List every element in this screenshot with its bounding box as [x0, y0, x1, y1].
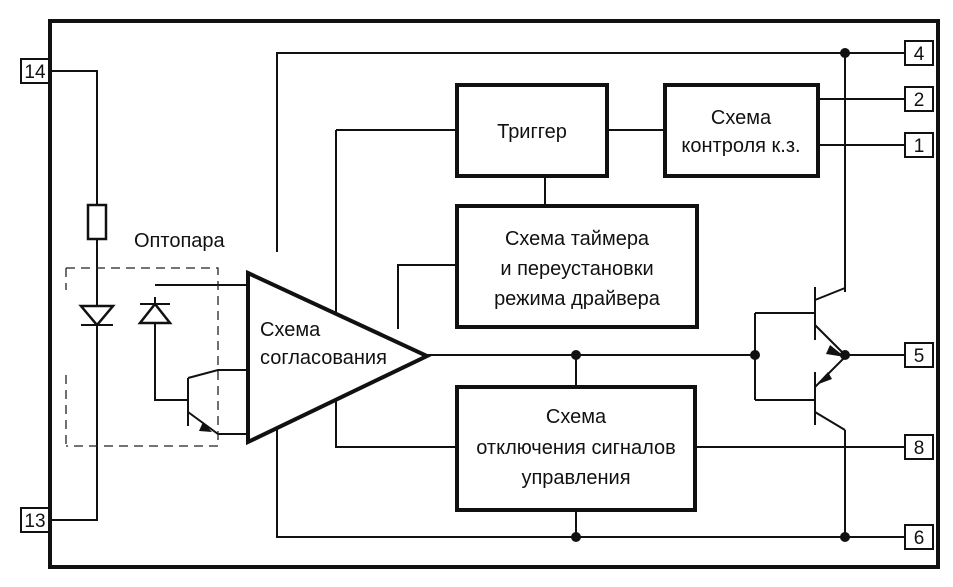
matching-label-line1: Схема: [260, 319, 321, 341]
wiring: [40, 52, 905, 538]
shutdown-label-line3: управления: [521, 467, 630, 489]
pin-6: 6: [904, 524, 934, 550]
package-outline: [48, 19, 940, 569]
pin-8-label: 8: [914, 438, 925, 459]
pin-13: 13: [20, 507, 50, 533]
shutdown-label-line1: Схема: [546, 406, 607, 428]
pin-14: 14: [20, 58, 50, 84]
sc-control-label-line1: Схема: [711, 107, 772, 129]
photodiode: [137, 301, 173, 325]
igbt-low-side: [814, 356, 846, 431]
pin-1-label: 1: [914, 136, 925, 157]
matching-circuit-block: [246, 269, 432, 446]
timer-label-line1: Схема таймера: [505, 228, 650, 250]
shutdown-block: [455, 385, 697, 512]
sc-control-label-line2: контроля к.з.: [681, 135, 800, 157]
pin-2: 2: [904, 86, 934, 112]
trigger-label: Триггер: [497, 121, 567, 143]
pin-14-label: 14: [24, 62, 46, 83]
resistor: [86, 203, 108, 241]
optocoupler-boundary: [65, 267, 219, 447]
timer-block: [455, 204, 699, 329]
pin-5-label: 5: [914, 346, 925, 367]
pin-4-label: 4: [914, 44, 925, 65]
trigger-block: [455, 83, 609, 178]
optocoupler-label: Оптопара: [134, 230, 226, 252]
pin-4: 4: [904, 40, 934, 66]
junction-dots: [571, 48, 850, 542]
shutdown-label-line2: отключения сигналов: [476, 437, 675, 459]
pin-13-label: 13: [24, 511, 45, 532]
igbt-high-side: [814, 287, 846, 357]
led-diode: [78, 304, 116, 327]
pin-6-label: 6: [914, 528, 925, 549]
matching-label-line2: согласования: [260, 347, 387, 369]
timer-label-line3: режима драйвера: [494, 288, 661, 310]
timer-label-line2: и переустановки: [500, 258, 653, 280]
phototransistor: [187, 378, 212, 432]
pin-2-label: 2: [914, 90, 925, 111]
pin-8: 8: [904, 434, 934, 460]
pin-5: 5: [904, 342, 934, 368]
sc-control-block: [663, 83, 820, 178]
pin-1: 1: [904, 132, 934, 158]
